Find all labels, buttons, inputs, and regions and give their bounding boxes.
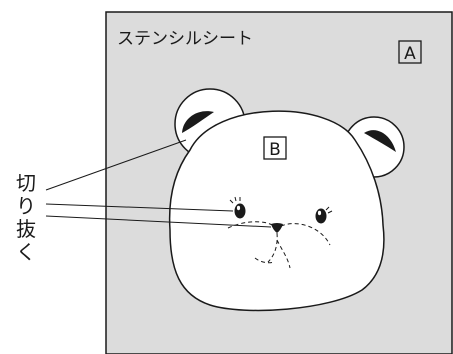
muzzle-dashed-line (227, 221, 331, 269)
right-eye (315, 206, 333, 224)
head-outline (168, 110, 385, 312)
box-a-frame (398, 40, 422, 64)
cut-label-char-2: り (16, 194, 36, 218)
sheet-title: ステンシルシート (117, 29, 253, 49)
left-eye (229, 196, 246, 219)
callout-lines (45, 139, 272, 228)
box-b-label: B (269, 140, 281, 160)
left-ear-inner (182, 111, 214, 133)
right-ear-inner (364, 130, 396, 152)
cut-label-char-1: 切 (16, 171, 36, 195)
box-a-label: A (404, 44, 416, 64)
cut-out-label: 切 り 抜 く (16, 171, 36, 264)
cut-label-char-4: く (16, 240, 36, 264)
box-b-frame (263, 136, 287, 160)
cut-label-char-3: 抜 (16, 217, 36, 241)
nose (271, 223, 283, 233)
bear-head: B (168, 88, 405, 312)
